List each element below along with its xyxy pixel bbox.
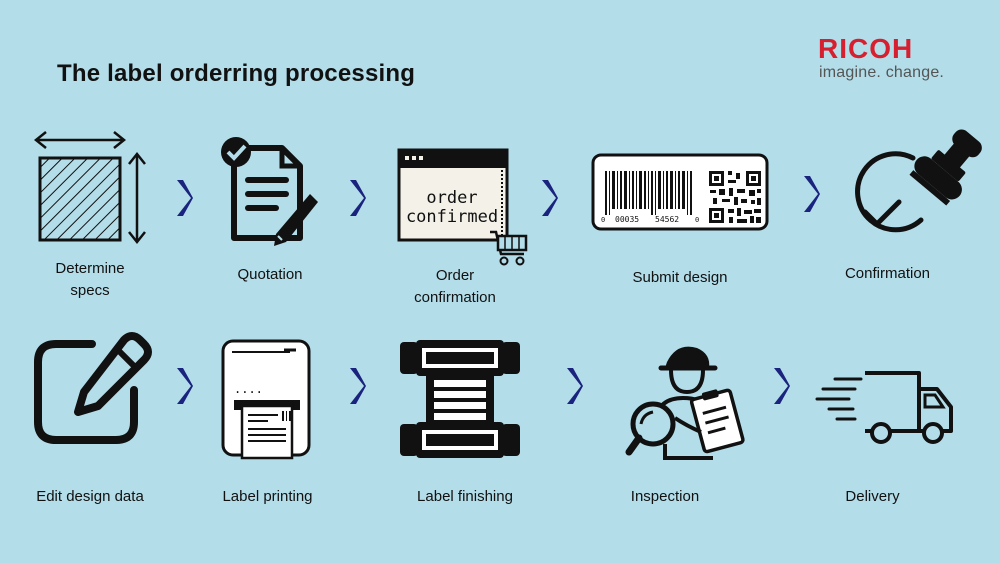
barcode-digit-prefix: 0 [601,216,605,224]
page-title: The label orderring processing [57,60,416,87]
label-roll-icon [398,338,523,464]
chevron-right-icon [348,366,366,406]
step-label-edit-design-data: Edit design data [36,488,144,505]
step-label-label-printing: Label printing [222,488,313,505]
step-label-delivery: Delivery [845,488,900,505]
chevron-right-icon [802,174,820,214]
chevron-right-icon [565,366,583,406]
chevron-right-icon [540,178,558,218]
inspector-icon [625,340,745,465]
shopping-cart-icon [490,230,528,266]
printer-display-dots: .... [234,382,263,396]
order-window-line-1: order [426,188,477,208]
chevron-right-icon [772,366,790,406]
approval-stamp-icon [843,124,982,249]
step-label-submit-design: Submit design [632,269,728,286]
brand-tagline: imagine. change. [819,64,945,81]
step-label-order-confirmation: Order confirmation [414,267,496,306]
barcode-digit-group-1: 00035 [615,215,639,224]
chevron-right-icon [175,366,193,406]
order-window-icon: order confirmed [396,146,536,272]
step-label-determine-specs: Determine specs [55,260,125,299]
step-label-inspection: Inspection [630,488,700,505]
label-printer-icon: .... [220,338,315,463]
barcode-digit-group-2: 54562 [655,215,679,224]
chevron-right-icon [175,178,193,218]
step-label-label-finishing: Label finishing [417,488,513,505]
brand-logo: RICOH [818,33,914,64]
chevron-right-icon [348,178,366,218]
step-label-confirmation: Confirmation [844,265,931,282]
document-edit-icon [220,136,320,251]
edit-icon [32,332,152,447]
dimensions-icon [30,126,155,246]
delivery-truck-icon [815,365,960,450]
barcode-label-icon: 0 00035 54562 0 [591,153,771,233]
barcode-digit-suffix: 0 [695,216,699,224]
qr-code-icon [709,171,761,223]
order-window-line-2: confirmed [406,207,498,227]
step-label-quotation: Quotation [237,266,303,283]
